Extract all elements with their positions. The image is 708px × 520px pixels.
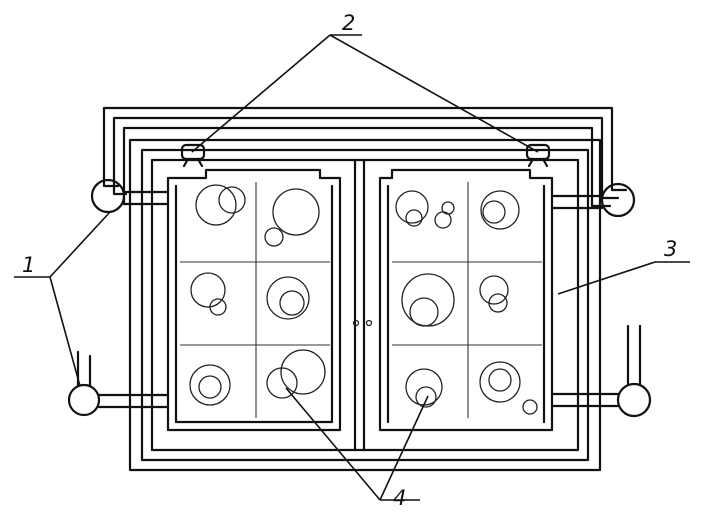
callout-4: 4 <box>393 486 406 510</box>
thermostat-right <box>525 143 551 168</box>
left-door <box>166 168 342 432</box>
callout-1: 1 <box>22 253 35 277</box>
center-divider <box>352 158 373 452</box>
right-door <box>378 168 554 432</box>
center-bolt-left <box>352 319 360 327</box>
callout-2: 2 <box>342 11 355 35</box>
outer-frame <box>128 138 602 472</box>
callout-3: 3 <box>664 237 677 261</box>
right-pipe-top <box>550 182 636 218</box>
callout-labels: 2 1 3 4 <box>22 11 677 510</box>
right-door-rings <box>395 190 538 415</box>
left-pipe-bottom <box>67 350 170 417</box>
thermostat-left <box>180 143 206 168</box>
leader-lines <box>14 34 690 501</box>
right-pipe-bottom <box>550 324 652 418</box>
left-pipe-top <box>90 178 170 214</box>
center-bolt-right <box>365 319 373 327</box>
left-door-rings <box>189 184 326 406</box>
middle-frame <box>140 148 590 462</box>
